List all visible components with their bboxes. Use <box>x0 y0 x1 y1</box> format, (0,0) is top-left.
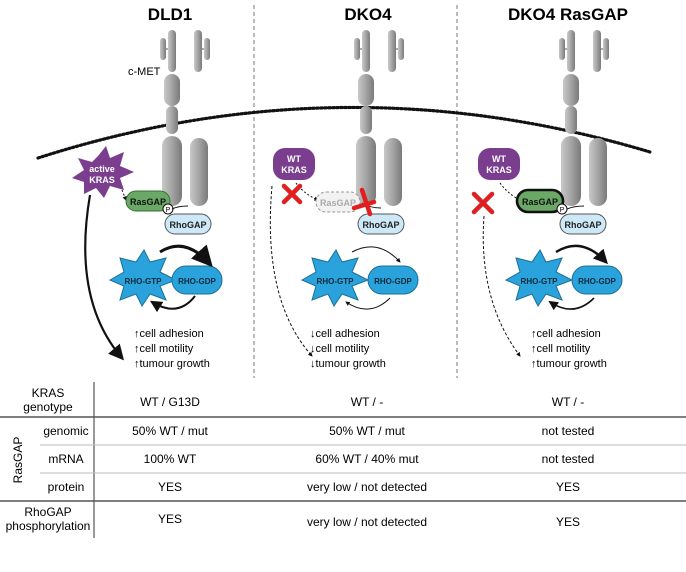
table-cell: very low / not detected <box>307 480 427 494</box>
rasgap-group-label: RasGAP <box>11 437 25 484</box>
phospho-link <box>171 205 189 210</box>
svg-text:↓tumour growth: ↓tumour growth <box>310 358 386 370</box>
table-cell: WT / - <box>552 395 584 409</box>
svg-text:↓cell adhesion: ↓cell adhesion <box>310 328 380 340</box>
c-met-receptor <box>558 29 610 207</box>
svg-text:↑tumour growth: ↑tumour growth <box>531 358 607 370</box>
cycle-arrow <box>159 244 213 268</box>
row-label-rhogap-phos: phosphorylation <box>6 519 91 533</box>
panel-dko4: WT KRAS RasGAP RhoGAP RHO-GTP RHO-GDP <box>269 148 419 357</box>
rhogap-node <box>164 213 212 235</box>
rho-gdp-node <box>367 265 419 295</box>
kras-label: KRAS <box>486 165 512 175</box>
rho-gtp-star <box>504 249 574 307</box>
table-cell: very low / not detected <box>307 515 427 529</box>
kras-effect-arrow <box>482 215 521 357</box>
phospho-label: P <box>166 207 171 214</box>
table-cell: 60% WT / 40% mut <box>315 452 419 466</box>
rhogap-label: RhoGAP <box>565 220 602 230</box>
activation-arrow <box>295 182 319 201</box>
rho-gdp-label: RHO-GDP <box>374 277 412 286</box>
svg-text:↓cell motility: ↓cell motility <box>310 343 370 355</box>
kras-effect-arrow <box>84 194 125 361</box>
table-cell: not tested <box>542 452 595 466</box>
rasgap-label: RasGAP <box>130 197 166 207</box>
cycle-arrow <box>149 295 196 313</box>
rho-gtp-star <box>300 249 370 307</box>
cycle-arrow <box>555 244 608 265</box>
c-met-receptor <box>353 29 405 207</box>
rhogap-node <box>559 213 607 235</box>
rho-gtp-label: RHO-GTP <box>317 277 355 286</box>
rho-gtp-label: RHO-GTP <box>125 277 163 286</box>
data-table: KRAS genotype WT / G13D WT / - WT / - Ra… <box>0 382 686 538</box>
panel-title-dko4-rasgap: DKO4 RasGAP <box>508 5 628 24</box>
rhogap-node <box>357 213 405 235</box>
svg-text:↑cell motility: ↑cell motility <box>531 343 591 355</box>
table-cell: YES <box>158 480 182 494</box>
effects-dld1: ↑cell adhesion ↑cell motility ↑tumour gr… <box>134 328 210 370</box>
rho-gtp-star <box>108 249 178 307</box>
row-label-genomic: genomic <box>43 424 88 438</box>
rasgap-label: RasGAP <box>522 197 558 207</box>
rhogap-label: RhoGAP <box>170 220 207 230</box>
cycle-arrow <box>548 297 595 311</box>
kras-label: KRAS <box>281 165 307 175</box>
kras-label: KRAS <box>89 175 115 185</box>
inhibit-cross <box>351 187 377 217</box>
panel-dko4-rasgap: WT KRAS RasGAP P RhoGAP RHO-GTP RHO-GDP <box>471 148 623 357</box>
table-cell: not tested <box>542 424 595 438</box>
kras-label: WT <box>492 154 506 164</box>
activation-arrow <box>121 189 127 201</box>
cell-membrane <box>36 105 652 160</box>
row-label-kras: KRAS <box>32 386 65 400</box>
table-cell: WT / G13D <box>140 395 200 409</box>
panel-title-dld1: DLD1 <box>148 5 192 24</box>
row-label-kras: genotype <box>23 400 73 414</box>
rasgap-node <box>515 188 565 214</box>
panel-dld1: active KRAS RasGAP P RhoGAP RHO-GTP RHO-… <box>72 146 223 361</box>
row-label-mrna: mRNA <box>48 452 83 466</box>
rho-gtp-label: RHO-GTP <box>521 277 559 286</box>
cycle-arrow <box>351 246 401 263</box>
svg-text:↑cell motility: ↑cell motility <box>134 343 194 355</box>
table-cell: YES <box>556 515 580 529</box>
row-label-protein: protein <box>48 480 85 494</box>
receptor-label: c-MET <box>128 66 161 78</box>
effects-dko4-rasgap: ↑cell adhesion ↑cell motility ↑tumour gr… <box>531 328 607 370</box>
kras-label: WT <box>287 154 301 164</box>
phospho-label: P <box>560 207 565 214</box>
kras-effect-arrow <box>269 185 313 357</box>
table-cell: 50% WT / mut <box>132 424 208 438</box>
effects-dko4: ↓cell adhesion ↓cell motility ↓tumour gr… <box>310 328 386 370</box>
svg-text:↑cell adhesion: ↑cell adhesion <box>134 328 204 340</box>
inhibit-cross <box>471 191 495 215</box>
table-cell: WT / - <box>351 395 383 409</box>
phospho-link <box>566 205 585 210</box>
rasgap-node <box>125 190 171 212</box>
rhogap-label: RhoGAP <box>363 220 400 230</box>
rho-gdp-label: RHO-GDP <box>578 277 616 286</box>
table-cell: 50% WT / mut <box>329 424 405 438</box>
inhibit-cross <box>281 183 303 205</box>
rasgap-node-absent <box>315 191 361 213</box>
table-cell: 100% WT <box>144 452 197 466</box>
kras-node <box>478 148 520 180</box>
svg-text:↑tumour growth: ↑tumour growth <box>134 358 210 370</box>
kras-label: active <box>89 164 115 174</box>
rho-gdp-node <box>571 265 623 295</box>
panel-title-dko4: DKO4 <box>344 5 392 24</box>
row-label-rhogap-phos: RhoGAP <box>24 505 71 519</box>
cycle-arrow <box>345 297 391 310</box>
kras-star <box>72 146 134 198</box>
kras-node <box>273 148 315 180</box>
table-cell: YES <box>158 512 182 526</box>
rho-gdp-label: RHO-GDP <box>178 277 216 286</box>
table-cell: YES <box>556 480 580 494</box>
svg-text:↑cell adhesion: ↑cell adhesion <box>531 328 601 340</box>
rasgap-label: RasGAP <box>320 198 356 208</box>
